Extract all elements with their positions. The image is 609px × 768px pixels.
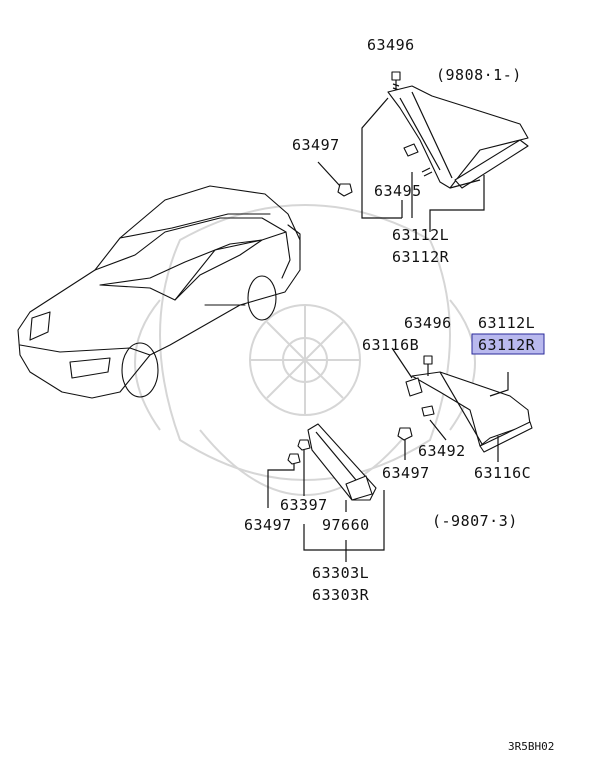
watermark-emblem <box>134 204 476 496</box>
part-number-63496-mid[interactable]: 63496 <box>404 314 452 332</box>
part-number-63497-mid[interactable]: 63497 <box>382 464 430 482</box>
part-number-63495[interactable]: 63495 <box>374 182 422 200</box>
part-number-63303L[interactable]: 63303L <box>312 564 369 582</box>
top-trim-assembly <box>317 71 529 232</box>
part-number-63497-low[interactable]: 63497 <box>244 516 292 534</box>
part-number-63112L-mid[interactable]: 63112L <box>478 314 535 332</box>
date-range-bottom: (-9807·3) <box>432 512 518 530</box>
part-number-63116C[interactable]: 63116C <box>474 464 531 482</box>
part-number-63112L-top[interactable]: 63112L <box>392 226 449 244</box>
date-range-top: (9808·1-) <box>436 66 522 84</box>
part-number-63112R-top[interactable]: 63112R <box>392 248 450 266</box>
lower-trim-assembly <box>267 423 385 562</box>
part-number-63397[interactable]: 63397 <box>280 496 328 514</box>
car-outline <box>17 185 301 399</box>
part-number-63496-top[interactable]: 63496 <box>367 36 415 54</box>
part-number-63303R[interactable]: 63303R <box>312 586 370 604</box>
middle-trim-assembly <box>391 347 533 462</box>
part-number-63112R-mid-highlighted[interactable]: 63112R <box>478 336 536 354</box>
part-number-63497-top[interactable]: 63497 <box>292 136 340 154</box>
part-number-63116B[interactable]: 63116B <box>362 336 419 354</box>
diagram-code: 3R5BH02 <box>508 740 554 753</box>
highlight-box <box>471 333 545 355</box>
part-number-63492[interactable]: 63492 <box>418 442 466 460</box>
part-number-97660[interactable]: 97660 <box>322 516 370 534</box>
